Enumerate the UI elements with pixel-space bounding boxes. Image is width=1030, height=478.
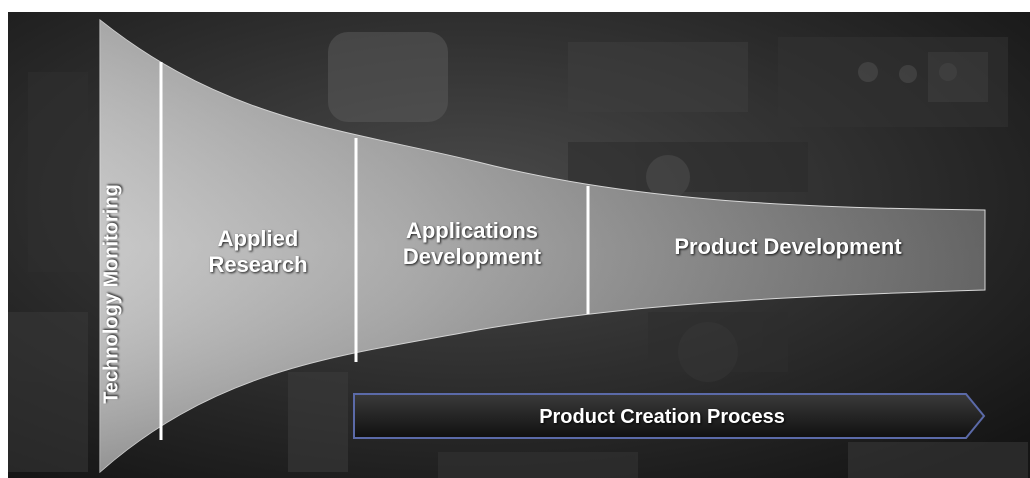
funnel-shading [100,20,985,472]
applications-development-label: Applications Development [402,218,542,269]
product-creation-process-label: Product Creation Process [539,405,785,428]
process-arrow [353,393,986,439]
applied-research-label: Applied Research [208,226,308,277]
funnel-diagram [8,12,1030,478]
product-development-label: Product Development [674,234,902,259]
background-equipment [8,32,1028,478]
technology-monitoring-label: Technology Monitoring [100,184,123,404]
diagram-frame: Technology Monitoring Applied Research A… [8,12,1030,478]
